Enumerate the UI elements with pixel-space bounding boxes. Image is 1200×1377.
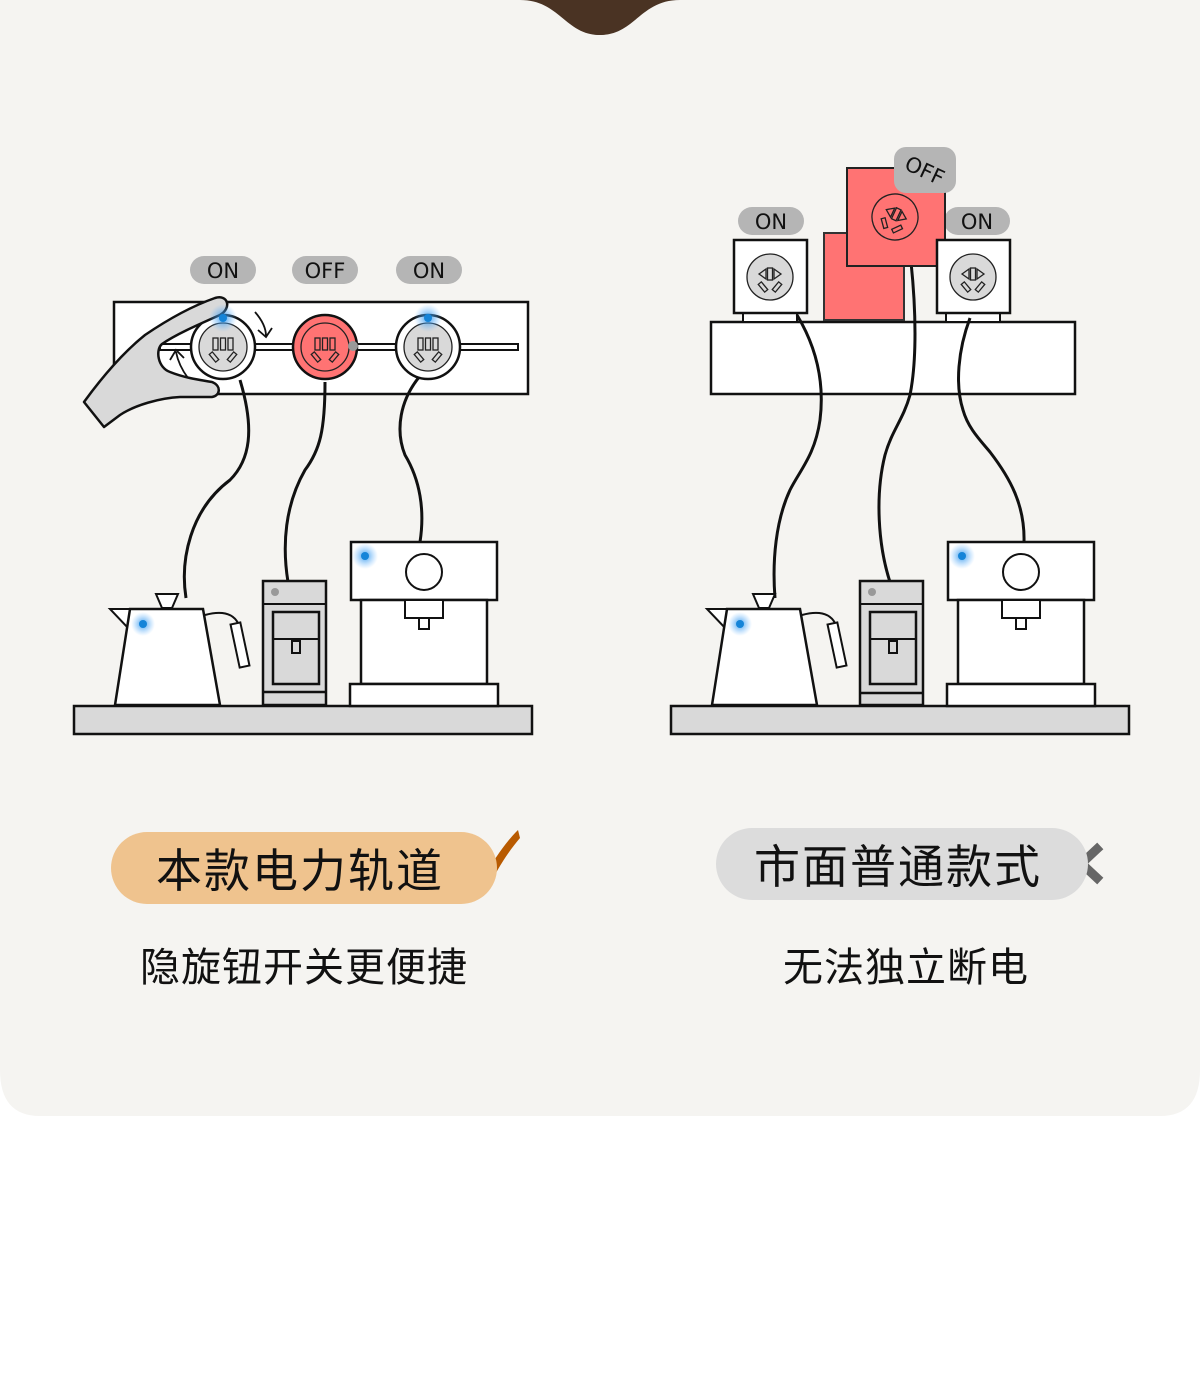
bad-option-pill: 市面普通款式	[716, 828, 1088, 900]
grinder	[261, 579, 328, 707]
wall-socket-on	[935, 238, 1012, 315]
cable	[398, 375, 424, 543]
left-tag-1: ON	[190, 256, 256, 284]
svg-text:ON: ON	[413, 259, 445, 283]
power-strip	[709, 320, 1077, 396]
right-tag-3: ON	[944, 207, 1010, 235]
photo-notch	[520, 0, 680, 35]
cable	[957, 317, 1026, 543]
cable	[877, 261, 917, 583]
left-tag-3: ON	[396, 256, 462, 284]
rotary-socket-off[interactable]	[291, 313, 359, 381]
svg-text:ON: ON	[961, 210, 993, 234]
svg-text:OFF: OFF	[305, 259, 346, 283]
good-option-pill: 本款电力轨道	[111, 832, 497, 904]
cable	[182, 379, 251, 599]
rotate-arrow-icon	[254, 311, 273, 339]
kettle	[107, 593, 251, 707]
svg-text:ON: ON	[755, 210, 787, 234]
hand-icon	[82, 296, 229, 429]
counter	[72, 704, 534, 736]
bad-option-title: 市面普通款式	[754, 840, 1042, 894]
good-option-subtitle: 隐旋钮开关更便捷	[140, 945, 468, 991]
kettle	[704, 593, 848, 707]
grinder	[858, 579, 925, 707]
coffee-machine	[348, 540, 500, 708]
right-tag-2: OFF	[894, 147, 956, 193]
left-illustration: ON OFF ON	[72, 256, 534, 736]
good-option-title: 本款电力轨道	[156, 844, 444, 898]
bad-option-subtitle: 无法独立断电	[783, 945, 1029, 991]
counter	[669, 704, 1131, 736]
cable	[283, 381, 327, 583]
left-tag-2: OFF	[292, 256, 358, 284]
right-tag-1: ON	[738, 207, 804, 235]
wall-socket-on	[732, 238, 809, 315]
coffee-machine	[945, 540, 1097, 708]
rotary-socket-on[interactable]	[189, 313, 257, 381]
cable	[772, 314, 823, 599]
right-illustration: ON ON OFF	[669, 147, 1131, 736]
svg-text:ON: ON	[207, 259, 239, 283]
